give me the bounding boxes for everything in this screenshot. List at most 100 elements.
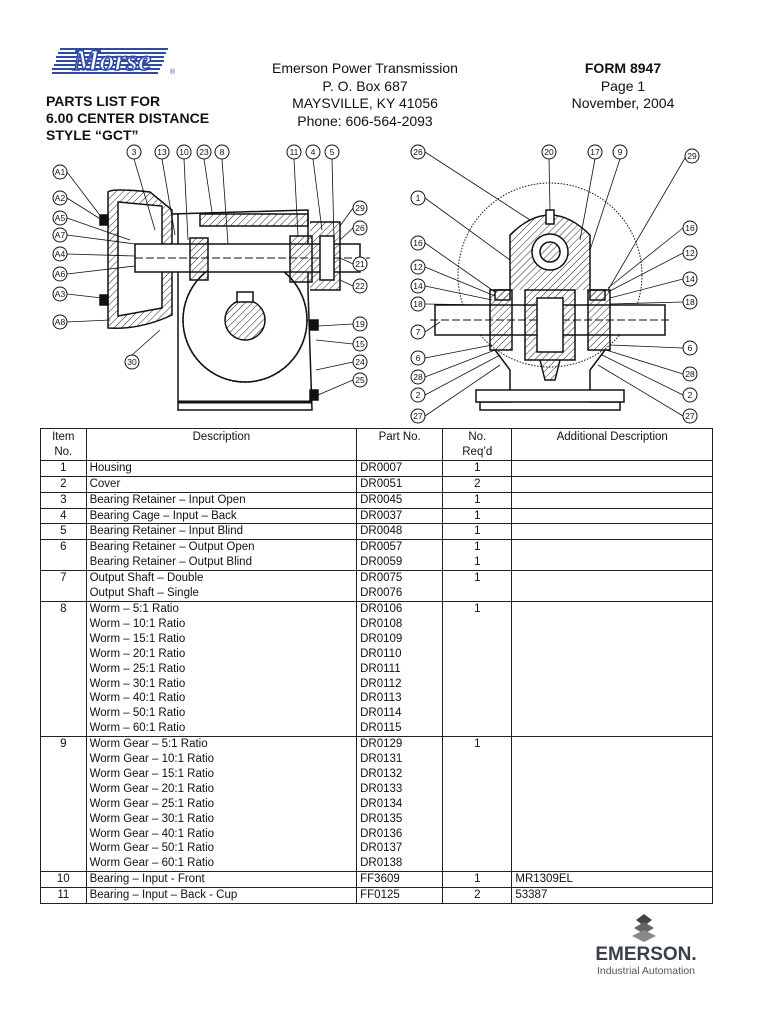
form-number: FORM 8947 bbox=[584, 60, 662, 76]
description-line: Worm Gear – 10:1 Ratio bbox=[89, 753, 215, 766]
callout-right-15: 16 bbox=[685, 223, 695, 233]
description-cell: Bearing Retainer – Input Open bbox=[85, 491, 358, 509]
description-line: Worm – 50:1 Ratio bbox=[89, 707, 186, 720]
document-title: PARTS LIST FOR 6.00 CENTER DISTANCE STYL… bbox=[46, 93, 209, 144]
description-line: Worm – 40:1 Ratio bbox=[89, 692, 186, 705]
callout-left-11: A7 bbox=[55, 230, 66, 240]
quantity-cell: 1 bbox=[442, 507, 513, 525]
description-line: Worm Gear – 50:1 Ratio bbox=[89, 842, 215, 855]
callout-right-18: 18 bbox=[685, 297, 695, 307]
part-number-line: DR0076 bbox=[360, 587, 403, 600]
header-part-no: Part No. bbox=[356, 428, 444, 461]
part-number-line: DR0114 bbox=[360, 707, 402, 720]
part-number-cell: DR0037 bbox=[356, 507, 444, 525]
callout-right-13: 2 bbox=[416, 390, 421, 400]
callout-right-14: 27 bbox=[413, 411, 423, 421]
header-description: Description bbox=[85, 428, 358, 461]
page-number: Page 1 bbox=[600, 77, 646, 94]
description-line: Bearing Cage – Input – Back bbox=[89, 509, 237, 522]
additional-description-cell bbox=[511, 523, 713, 541]
description-line: Bearing – Input – Back - Cup bbox=[89, 889, 238, 902]
part-number-cell: FF0125 bbox=[356, 887, 444, 905]
description-cell: Housing bbox=[85, 459, 358, 477]
callout-left-18: 21 bbox=[355, 259, 365, 269]
item-number-cell: 4 bbox=[40, 507, 87, 525]
description-cell: Bearing Retainer – Input Blind bbox=[85, 523, 358, 541]
company-phone: Phone: 606-564-2093 bbox=[297, 112, 433, 129]
callout-right-22: 27 bbox=[685, 411, 695, 421]
description-line: Worm Gear – 30:1 Ratio bbox=[89, 812, 215, 825]
description-line: Worm – 30:1 Ratio bbox=[89, 677, 186, 690]
callout-right-17: 14 bbox=[685, 274, 695, 284]
morse-logo: Morse ® bbox=[52, 43, 176, 78]
description-line: Worm – 25:1 Ratio bbox=[89, 662, 186, 675]
description-line: Worm Gear – 60:1 Ratio bbox=[89, 857, 215, 870]
quantity-cell: 1 bbox=[442, 523, 513, 541]
callout-right-10: 7 bbox=[416, 327, 421, 337]
form-info: FORM 8947 Page 1 November, 2004 bbox=[548, 60, 698, 113]
description-line: Worm Gear – 40:1 Ratio bbox=[89, 827, 215, 840]
quantity-line: 1 bbox=[474, 461, 481, 474]
callout-right-4: 29 bbox=[687, 151, 697, 161]
callout-left-10: A5 bbox=[55, 213, 66, 223]
callout-left-3: 23 bbox=[199, 147, 209, 157]
company-city: MAYSVILLE, KY 41056 bbox=[292, 95, 438, 111]
part-number-line: DR0109 bbox=[360, 632, 403, 645]
description-cell: Bearing – Input - Front bbox=[85, 871, 358, 889]
callout-left-8: A1 bbox=[55, 167, 66, 177]
part-number-line: DR0057 bbox=[360, 541, 403, 554]
part-number-line: DR0059 bbox=[360, 556, 403, 569]
part-number-cell: DR0007 bbox=[356, 459, 444, 477]
item-number-cell: 7 bbox=[40, 570, 87, 602]
part-number-line: DR0129 bbox=[360, 738, 403, 751]
quantity-cell: 1 bbox=[442, 600, 513, 738]
callout-left-24: 30 bbox=[127, 357, 137, 367]
item-number-cell: 3 bbox=[40, 491, 87, 509]
additional-description-cell: 53387 bbox=[511, 887, 713, 905]
additional-description-cell: MR1309EL bbox=[511, 871, 713, 889]
parts-table: Item No. Description Part No. No. Req’d … bbox=[40, 428, 713, 905]
part-number-line: DR0048 bbox=[360, 525, 403, 538]
additional-description-cell bbox=[511, 539, 713, 572]
quantity-line: 1 bbox=[474, 738, 481, 751]
description-cell: Bearing – Input – Back - Cup bbox=[85, 887, 358, 905]
callout-left-21: 15 bbox=[355, 339, 365, 349]
item-number-cell: 2 bbox=[40, 475, 87, 493]
part-number-line: FF0125 bbox=[360, 889, 400, 902]
description-line: Worm Gear – 5:1 Ratio bbox=[89, 738, 208, 751]
part-number-line: DR0135 bbox=[360, 812, 403, 825]
callout-left-17: 26 bbox=[355, 223, 365, 233]
callout-right-0: 26 bbox=[413, 147, 423, 157]
part-number-line: DR0137 bbox=[360, 842, 403, 855]
part-number-line: DR0134 bbox=[360, 797, 403, 810]
quantity-cell: 2 bbox=[442, 475, 513, 493]
title-line-2: 6.00 CENTER DISTANCE bbox=[46, 110, 210, 126]
morse-logo-text: Morse bbox=[72, 44, 151, 77]
callout-left-20: 19 bbox=[355, 319, 365, 329]
part-number-line: DR0112 bbox=[360, 677, 402, 690]
callout-right-8: 14 bbox=[413, 281, 423, 291]
description-line: Worm – 20:1 Ratio bbox=[89, 647, 186, 660]
part-number-line: DR0133 bbox=[360, 782, 403, 795]
part-number-cell: DR0048 bbox=[356, 523, 444, 541]
quantity-line: 2 bbox=[474, 889, 481, 902]
header-no-reqd: No. Req’d bbox=[442, 428, 513, 461]
callout-right-2: 17 bbox=[590, 147, 600, 157]
callout-right-7: 12 bbox=[413, 262, 423, 272]
item-number-cell: 8 bbox=[40, 600, 87, 738]
callout-left-9: A2 bbox=[55, 193, 66, 203]
part-number-line: DR0051 bbox=[360, 477, 403, 490]
part-number-cell: DR0045 bbox=[356, 491, 444, 509]
